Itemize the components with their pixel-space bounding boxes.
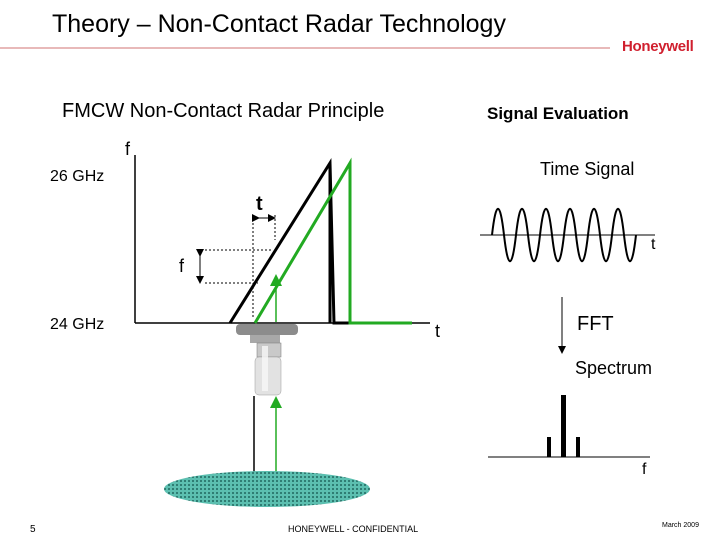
spectrum-axis-label: f: [642, 461, 647, 478]
receive-sweep-line: [253, 157, 412, 325]
fft-label: FFT: [577, 313, 614, 335]
time-signal-label: Time Signal: [540, 159, 634, 179]
time-signal-axis-label: t: [651, 236, 656, 253]
spectrum-peak-left: [547, 437, 551, 457]
fmcw-heading: FMCW Non-Contact Radar Principle: [62, 100, 385, 122]
confidential-notice: HONEYWELL - CONFIDENTIAL: [288, 524, 418, 534]
freq-axis-label: f: [125, 139, 131, 159]
spectrum-peak-main: [561, 395, 566, 457]
freq-low-label: 24 GHz: [50, 316, 104, 333]
delta-f-label: f: [179, 256, 185, 276]
spectrum-label: Spectrum: [575, 358, 652, 378]
page-title: Theory – Non-Contact Radar Technology: [52, 10, 506, 38]
freq-high-label: 26 GHz: [50, 168, 104, 185]
signal-evaluation-heading: Signal Evaluation: [487, 104, 629, 123]
honeywell-logo: Honeywell: [622, 38, 694, 55]
time-axis-label: t: [435, 321, 440, 341]
time-signal-wave: [491, 208, 637, 262]
header-divider: [0, 47, 610, 49]
footer-date: March 2009: [662, 522, 699, 529]
page-number: 5: [30, 524, 36, 535]
product-surface: [164, 471, 370, 507]
radar-transmitter-icon: [236, 324, 298, 396]
transmit-sweep-line: [228, 157, 352, 325]
spectrum-peak-right: [576, 437, 580, 457]
delta-t-label: t: [256, 193, 263, 215]
